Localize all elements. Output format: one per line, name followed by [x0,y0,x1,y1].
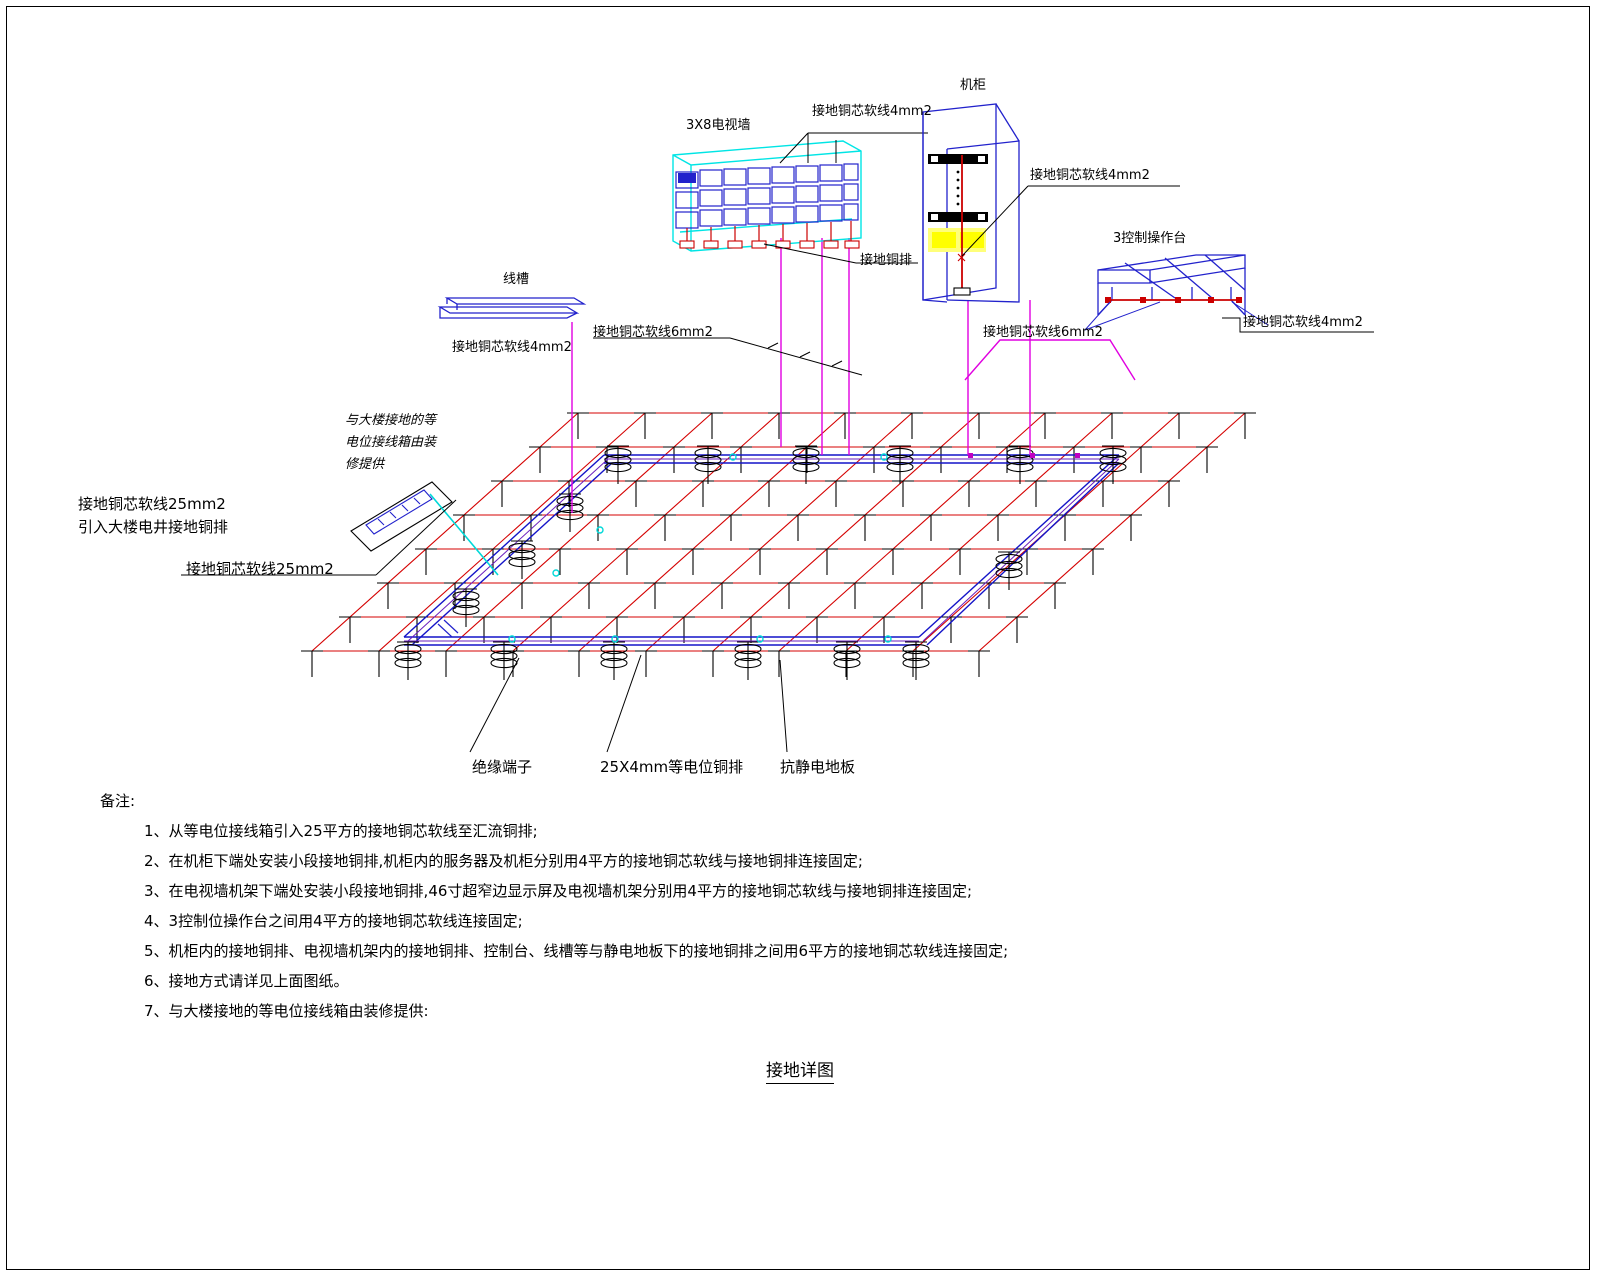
control-console [964,254,1374,381]
label-raised-floor: 抗静电地板 [780,758,856,776]
label-trough-wire-6mm: 接地铜芯软线6mm2 [593,325,713,340]
tv-wall-leader [779,132,928,164]
label-insulated-terminal: 绝缘端子 [472,758,533,776]
drawing-title-text: 接地详图 [766,1061,834,1084]
console-ground-taps [1105,297,1242,303]
label-main-feed-line2: 引入大楼电井接地铜排 [78,518,229,536]
note-item: 7、与大楼接地的等电位接线箱由装修提供: [144,1002,429,1020]
label-console-wire-6mm: 接地铜芯软线6mm2 [983,325,1103,340]
cabinet-ground-bar [953,287,971,296]
bus-bar-terminal-dots [968,453,1080,458]
tv-wall-screens [675,163,859,229]
label-tv-wall: 3X8电视墙 [686,118,751,133]
note-item: 5、机柜内的接地铜排、电视墙机架内的接地铜排、控制台、线槽等与静电地板下的接地铜… [144,942,1009,960]
label-bus-bar: 25X4mm等电位铜排 [600,758,744,776]
bus-bar-connection-points [508,453,892,643]
cabinet-device-mid [928,212,988,222]
drawing-title: 接地详图 [0,1056,1600,1084]
bottom-leaders [469,654,788,753]
equipotential-junction-box [181,481,499,576]
ground-bar-leader [763,243,918,264]
note-item: 2、在机柜下端处安装小段接地铜排,机柜内的服务器及机柜分别用4平方的接地铜芯软线… [144,852,863,870]
raised-floor-grid [311,412,1246,652]
feed-25mm-conductor [429,493,499,576]
bus-bar-kicker [437,619,459,638]
equipment-cabinet [922,103,1020,303]
tv-wall-first-cell [678,173,696,183]
label-console: 3控制操作台 [1113,231,1187,246]
cable-trough [437,297,863,376]
cabinet-server-dots [956,170,960,206]
tv-wall-3x8 [672,140,862,252]
label-equipotential-note-line3: 修提供 [345,457,385,472]
note-item: 4、3控制位操作台之间用4平方的接地铜芯软线连接固定; [144,912,523,930]
cabinet-leader [961,185,1180,257]
cabinet-device-top [928,154,988,164]
equipotential-bus-bar [403,454,1120,646]
note-item: 3、在电视墙机架下端处安装小段接地铜排,46寸超窄边显示屏及电视墙机架分别用4平… [144,882,973,900]
label-cabinet: 机柜 [960,78,987,93]
note-item: 1、从等电位接线箱引入25平方的接地铜芯软线至汇流铜排; [144,822,538,840]
label-main-feed-line1: 接地铜芯软线25mm2 [78,495,226,513]
label-cable-trough: 线槽 [503,272,530,287]
label-ground-bar: 接地铜排 [860,253,913,268]
label-feed-25mm: 接地铜芯软线25mm2 [186,560,334,578]
notes-header: 备注: [100,792,136,810]
label-equipotential-note-line1: 与大楼接地的等 [345,413,437,428]
notes-list: 1、从等电位接线箱引入25平方的接地铜芯软线至汇流铜排; 2、在机柜下端处安装小… [100,820,1300,1021]
label-console-wire-4mm: 接地铜芯软线4mm2 [1243,315,1363,330]
label-tv-wall-wire: 接地铜芯软线4mm2 [812,104,932,119]
label-cabinet-wire: 接地铜芯软线4mm2 [1030,168,1150,183]
notes-block: 备注: 1、从等电位接线箱引入25平方的接地铜芯软线至汇流铜排; 2、在机柜下端… [100,790,1300,1030]
label-equipotential-note-line2: 电位接线箱由装 [345,435,437,450]
label-trough-wire-4mm: 接地铜芯软线4mm2 [452,340,572,355]
note-item: 6、接地方式请详见上面图纸。 [144,972,349,990]
